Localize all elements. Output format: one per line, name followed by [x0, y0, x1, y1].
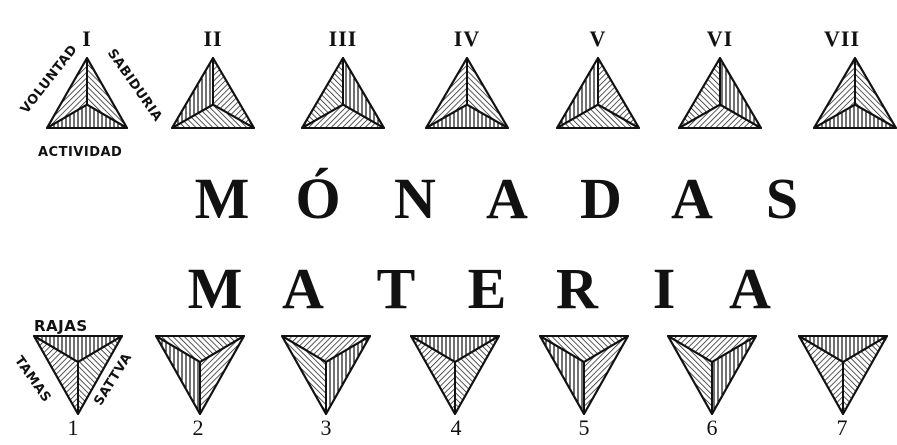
label-rajas: RAJAS	[34, 317, 88, 335]
title-letter: D	[580, 165, 622, 232]
subtitle-letter: R	[556, 255, 598, 322]
number-6: 6	[707, 415, 718, 441]
title-letter: A	[671, 165, 713, 232]
subtitle-letter: A	[282, 255, 324, 322]
roman-numeral-1: I	[82, 26, 92, 52]
subtitle-letter: I	[653, 255, 676, 322]
number-7: 7	[837, 415, 848, 441]
number-2: 2	[193, 415, 204, 441]
roman-numeral-3: III	[329, 26, 358, 52]
subtitle-letter: M	[188, 255, 243, 322]
subtitle-letter: E	[468, 255, 507, 322]
title-letter: M	[195, 165, 250, 232]
subtitle-letter: T	[377, 255, 416, 322]
roman-numeral-7: VII	[824, 26, 860, 52]
number-1: 1	[68, 415, 79, 441]
number-3: 3	[321, 415, 332, 441]
label-actividad: ACTIVIDAD	[38, 145, 122, 160]
title-letter: N	[394, 165, 436, 232]
number-4: 4	[451, 415, 462, 441]
subtitle-letter: A	[729, 255, 771, 322]
number-5: 5	[579, 415, 590, 441]
title-letter: Ó	[295, 165, 340, 232]
title-letter: A	[486, 165, 528, 232]
roman-numeral-2: II	[203, 26, 222, 52]
roman-numeral-6: VI	[707, 26, 733, 52]
title-letter: S	[766, 165, 798, 232]
roman-numeral-4: IV	[454, 26, 480, 52]
roman-numeral-5: V	[590, 26, 607, 52]
